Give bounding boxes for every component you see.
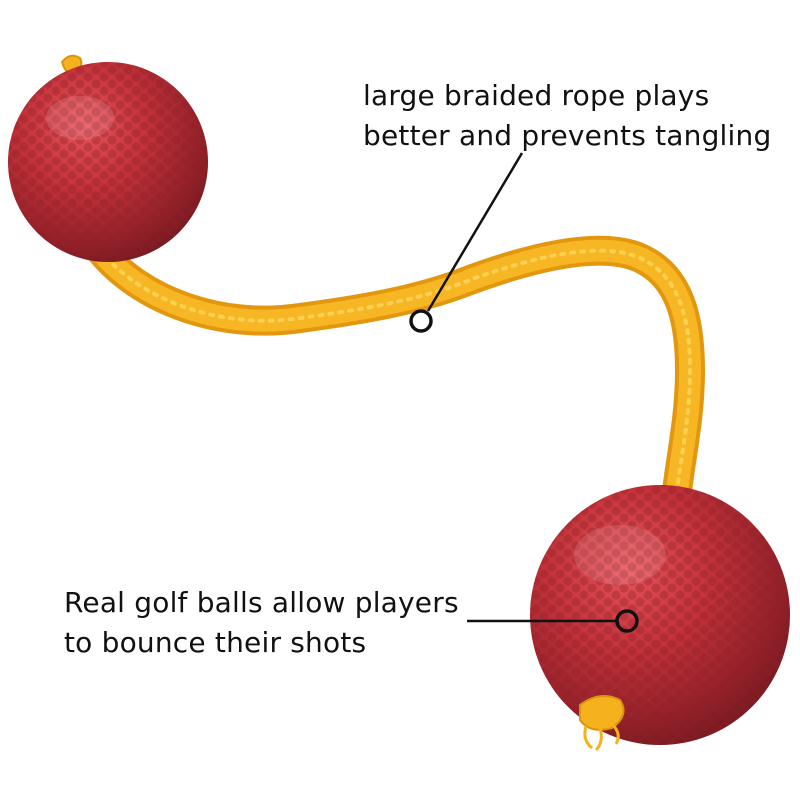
rope-callout-line-2: better and prevents tangling	[363, 119, 772, 152]
ball-callout-line-1: Real golf balls allow players	[64, 586, 459, 619]
rope-callout-line-1: large braided rope plays	[363, 79, 710, 112]
golf-ball-bottom	[530, 485, 790, 745]
ball-callout-pointer	[467, 609, 639, 633]
braided-rope	[85, 235, 706, 515]
rope-callout-text: large braided rope plays better and prev…	[363, 76, 771, 156]
ball-callout-text: Real golf balls allow players to bounce …	[64, 583, 459, 663]
rope-callout-pointer	[409, 152, 524, 333]
golf-ball-top	[8, 62, 208, 262]
ball-callout-line-2: to bounce their shots	[64, 626, 367, 659]
bottom-knot	[579, 695, 625, 752]
